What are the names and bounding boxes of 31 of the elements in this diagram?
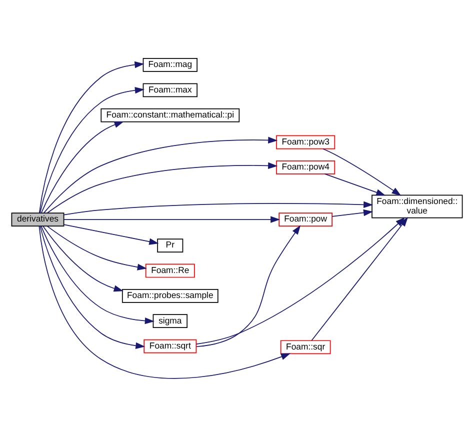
node-box: Foam::mag <box>142 58 198 72</box>
arrow <box>196 224 301 347</box>
arrow <box>324 173 386 196</box>
node-box: Foam::pow3 <box>276 134 336 149</box>
arrow <box>46 225 147 270</box>
arrow <box>42 225 124 292</box>
arrow <box>44 136 278 213</box>
node-box: Foam::Re <box>145 263 195 278</box>
node-box: derivatives <box>11 212 64 226</box>
arrow <box>40 225 154 324</box>
node-box: sigma <box>152 314 188 328</box>
arrow <box>40 225 146 348</box>
arrow <box>332 208 374 216</box>
node-box: Foam::max <box>142 82 198 97</box>
node-box: Foam::pow4 <box>276 160 336 174</box>
node-box: Foam::dimensioned:: value <box>372 194 463 218</box>
arrow <box>63 224 159 244</box>
node-box: Foam::constant::mathematical::pi <box>100 108 240 122</box>
node-box: Foam::sqrt <box>144 338 197 353</box>
arrow <box>40 86 145 213</box>
node-box: Pr <box>157 238 184 252</box>
arrow <box>46 162 278 213</box>
arrow <box>322 148 402 196</box>
arrow <box>38 225 291 378</box>
arrow <box>38 60 144 213</box>
node-box: Foam::pow <box>278 212 332 226</box>
node-box: Foam::probes::sample <box>122 288 218 302</box>
arrow <box>63 216 280 222</box>
arrow <box>64 200 374 215</box>
node-box: Foam::sqr <box>280 340 331 354</box>
arrow <box>40 120 124 213</box>
